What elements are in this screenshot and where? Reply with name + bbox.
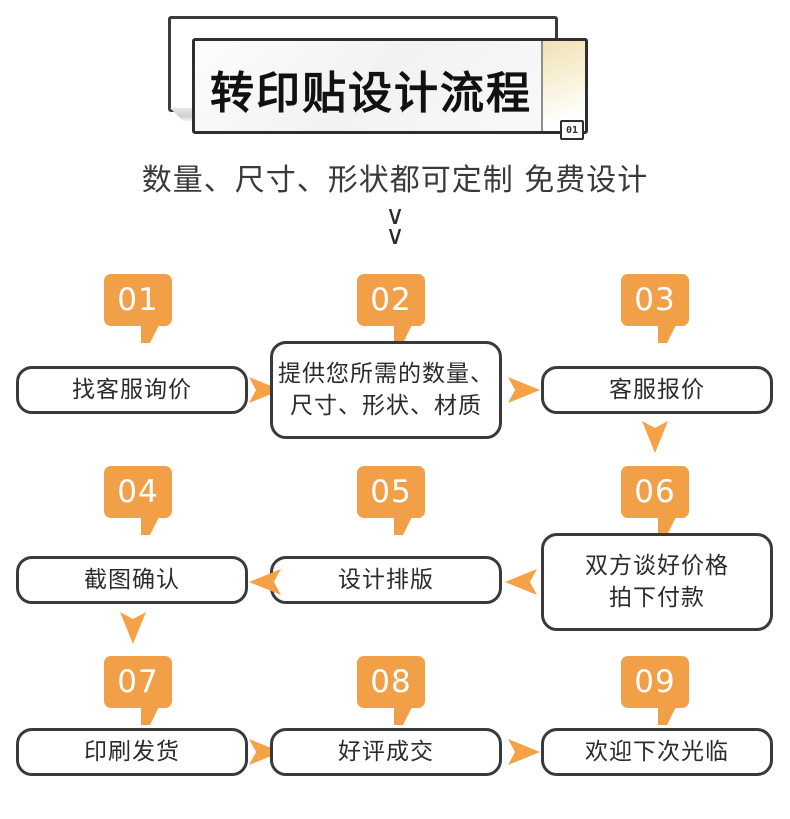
step-07-badge: 07 [104, 656, 172, 725]
step-03-box: 客服报价 [541, 366, 773, 414]
title-banner: 转印贴设计流程 01 [168, 16, 588, 140]
step-05-badge: 05 [357, 466, 425, 535]
step-02-box: 提供您所需的数量、 尺寸、形状、材质 [270, 341, 502, 439]
step-02-label-line1: 提供您所需的数量、 [278, 361, 494, 387]
chevron-down-icon-1: ∨ [385, 201, 405, 231]
step-04-label: 截图确认 [84, 567, 180, 593]
step-09-badge: 09 [621, 656, 689, 725]
step-08-box: 好评成交 [270, 728, 502, 776]
page-fold-icon [541, 41, 585, 131]
step-02-label-line2: 尺寸、形状、材质 [290, 393, 482, 419]
step-08-badge: 08 [357, 656, 425, 725]
arrow-04-to-07 [120, 612, 146, 644]
subtitle-text: 数量、尺寸、形状都可定制 免费设计 [141, 163, 649, 198]
step-01-label: 找客服询价 [72, 377, 192, 403]
step-05-label: 设计排版 [338, 567, 434, 593]
banner-corner-badge: 01 [560, 120, 584, 140]
chevron-down-icon-2: ∨ [385, 221, 405, 251]
step-01-box: 找客服询价 [16, 366, 248, 414]
step-02-badge: 02 [357, 274, 425, 343]
arrow-08-to-09 [508, 739, 540, 765]
step-04-badge: 04 [104, 466, 172, 535]
arrow-02-to-03 [508, 377, 540, 403]
step-03-label: 客服报价 [609, 377, 705, 403]
chevron-down-icon-group: ∨ ∨ [0, 201, 790, 251]
arrow-06-to-05 [505, 569, 537, 595]
arrow-03-to-06 [642, 421, 668, 453]
step-08-label: 好评成交 [338, 739, 434, 765]
step-06-box: 双方谈好价格 拍下付款 [541, 533, 773, 631]
step-09-label: 欢迎下次光临 [585, 739, 729, 765]
step-06-label-line1: 双方谈好价格 [585, 553, 729, 579]
step-07-box: 印刷发货 [16, 728, 248, 776]
step-06-badge: 06 [621, 466, 689, 535]
page-title: 转印贴设计流程 [210, 68, 532, 119]
step-07-label: 印刷发货 [84, 739, 180, 765]
step-04-box: 截图确认 [16, 556, 248, 604]
step-09-box: 欢迎下次光临 [541, 728, 773, 776]
step-06-label-line2: 拍下付款 [609, 585, 705, 611]
banner-front-card: 转印贴设计流程 [192, 38, 588, 134]
step-05-box: 设计排版 [270, 556, 502, 604]
step-01-badge: 01 [104, 274, 172, 343]
step-03-badge: 03 [621, 274, 689, 343]
